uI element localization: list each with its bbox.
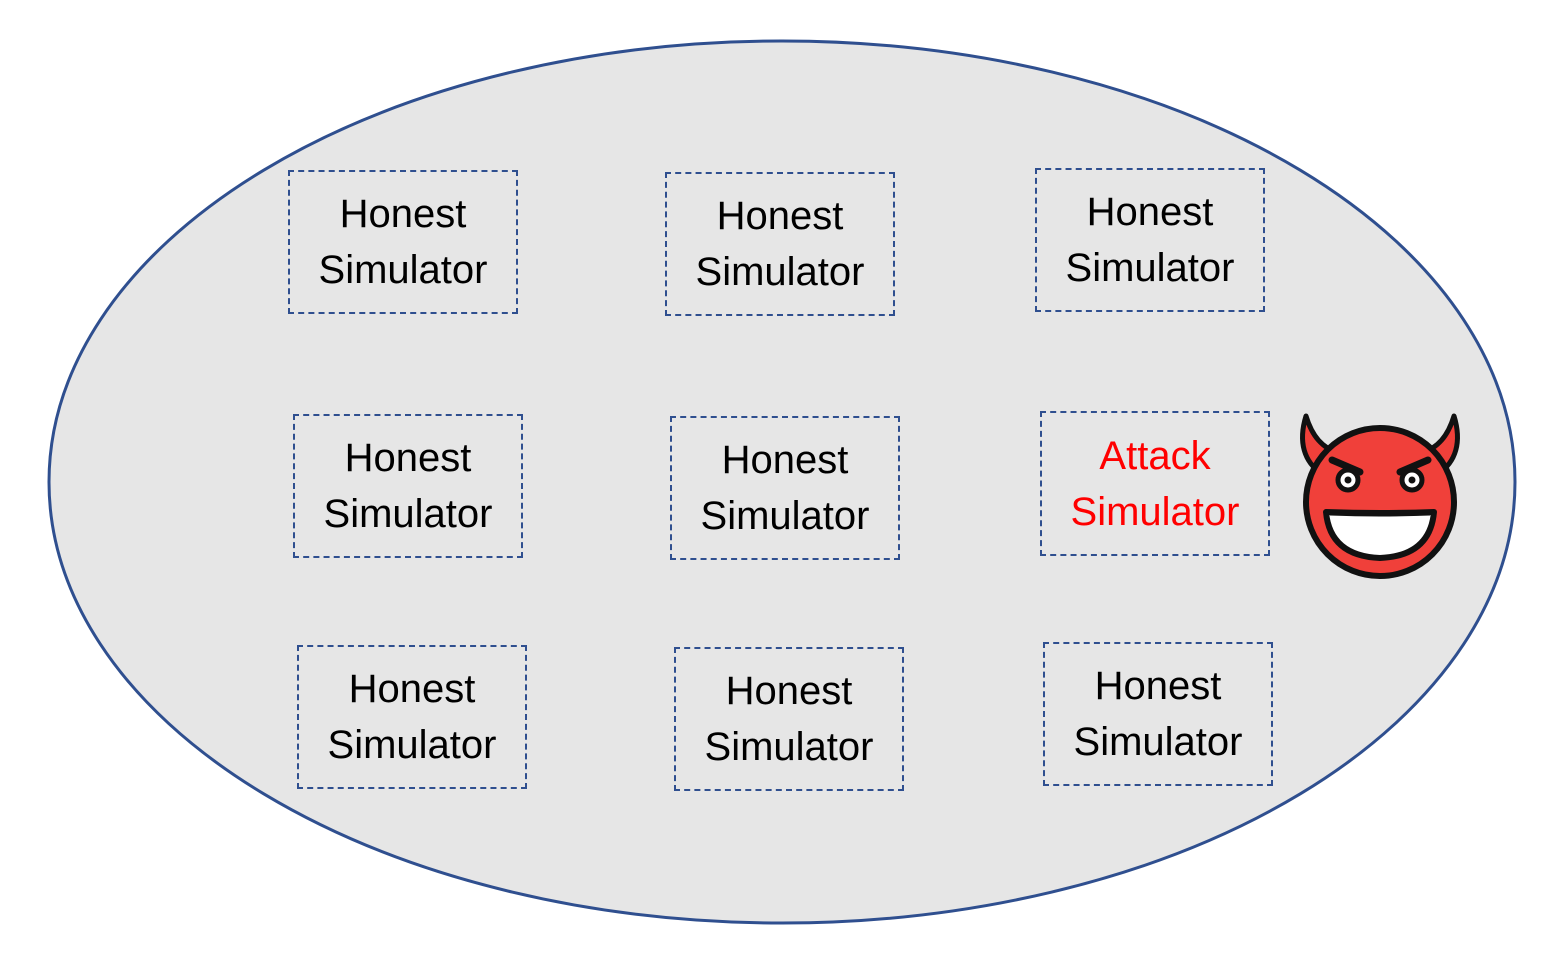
simulator-label-line1: Attack: [1099, 433, 1211, 478]
honest-simulator-box: Honest Simulator: [1043, 642, 1273, 786]
simulator-label-line1: Honest: [716, 194, 844, 238]
simulator-label-line1: Honest: [348, 667, 476, 711]
simulator-label-line2: Simulator: [323, 492, 493, 536]
simulator-label-line1: Honest: [344, 436, 472, 480]
honest-simulator-box: Honest Simulator: [288, 170, 518, 314]
simulator-label-line2: Simulator: [1070, 489, 1240, 534]
simulator-label-line2: Simulator: [318, 248, 488, 292]
simulator-label-line2: Simulator: [704, 725, 874, 769]
simulator-label-line2: Simulator: [695, 250, 865, 294]
attack-simulator-box: Attack Simulator: [1040, 411, 1270, 556]
simulator-label-line1: Honest: [1086, 190, 1214, 234]
simulator-label-line2: Simulator: [327, 723, 497, 767]
simulator-label-line2: Simulator: [700, 494, 870, 538]
simulator-label-line1: Honest: [721, 438, 849, 482]
honest-simulator-box: Honest Simulator: [674, 647, 904, 791]
devil-face-icon: [1300, 413, 1460, 579]
simulator-label-line2: Simulator: [1065, 246, 1235, 290]
honest-simulator-box: Honest Simulator: [670, 416, 900, 560]
simulator-label-line1: Honest: [725, 669, 853, 713]
simulator-label-line1: Honest: [1094, 664, 1222, 708]
simulator-label-line1: Honest: [339, 192, 467, 236]
simulator-pool-region: [47, 39, 1517, 925]
honest-simulator-box: Honest Simulator: [293, 414, 523, 558]
honest-simulator-box: Honest Simulator: [1035, 168, 1265, 312]
honest-simulator-box: Honest Simulator: [297, 645, 527, 789]
simulator-label-line2: Simulator: [1073, 720, 1243, 764]
honest-simulator-box: Honest Simulator: [665, 172, 895, 316]
